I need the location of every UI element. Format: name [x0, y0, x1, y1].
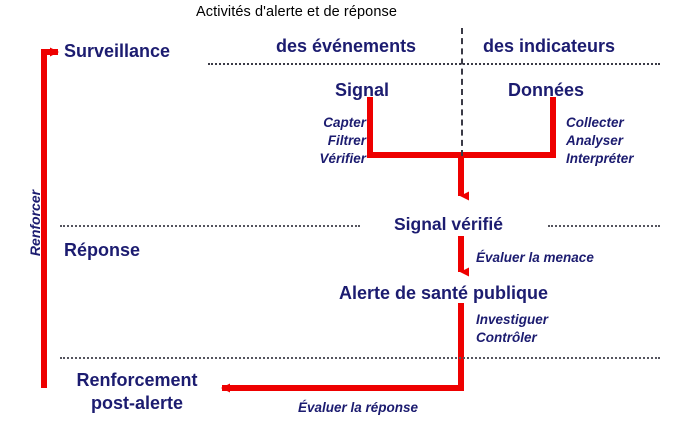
diagram-title: Activités d'alerte et de réponse [196, 4, 398, 20]
reinforcement-divider [60, 357, 660, 359]
arrow-signal-to-center [367, 97, 461, 158]
stage-label-reponse: Réponse [64, 240, 141, 260]
node-signal-verifie: Signal vérifié [394, 214, 503, 234]
actions-indicators: Collecter Analyser Interpréter [566, 114, 634, 168]
action-evaluer-la-reponse: Évaluer la réponse [298, 400, 419, 415]
node-alerte-sante-publique: Alerte de santé publique [339, 283, 549, 303]
response-divider-right [548, 225, 660, 227]
stage-label-renforcement-line2: post-alerte [90, 393, 184, 413]
arrow-renforcement-to-surveillance [41, 47, 59, 388]
side-label-renforcer: Renforcer [27, 189, 43, 257]
response-divider-left [60, 225, 360, 227]
stage-label-renforcement-line1: Renforcement [76, 370, 198, 390]
column-header-events: des événements [276, 36, 417, 56]
arrow-donnees-to-center [461, 97, 556, 158]
action-collecter: Collecter [566, 115, 624, 130]
actions-events: Capter Filtrer Vérifier [282, 114, 366, 168]
action-controler: Contrôler [476, 330, 537, 345]
stage-label-renforcement: Renforcement post-alerte [64, 369, 210, 415]
node-donnees: Données [508, 80, 585, 100]
actions-after-alert: Investiguer Contrôler [476, 311, 548, 347]
stage-label-surveillance: Surveillance [64, 41, 171, 61]
column-header-indicators: des indicateurs [483, 36, 616, 56]
node-signal: Signal [335, 80, 390, 100]
action-verifier: Vérifier [319, 151, 366, 166]
action-interpreter: Interpréter [566, 151, 634, 166]
action-analyser: Analyser [566, 133, 624, 148]
action-filtrer: Filtrer [327, 133, 366, 148]
action-investiguer: Investiguer [476, 312, 549, 327]
header-rule [208, 63, 660, 65]
action-evaluer-la-menace: Évaluer la menace [476, 250, 594, 265]
arrow-alerte-to-renforcement [221, 303, 464, 393]
column-divider [461, 28, 463, 156]
action-capter: Capter [323, 115, 366, 130]
